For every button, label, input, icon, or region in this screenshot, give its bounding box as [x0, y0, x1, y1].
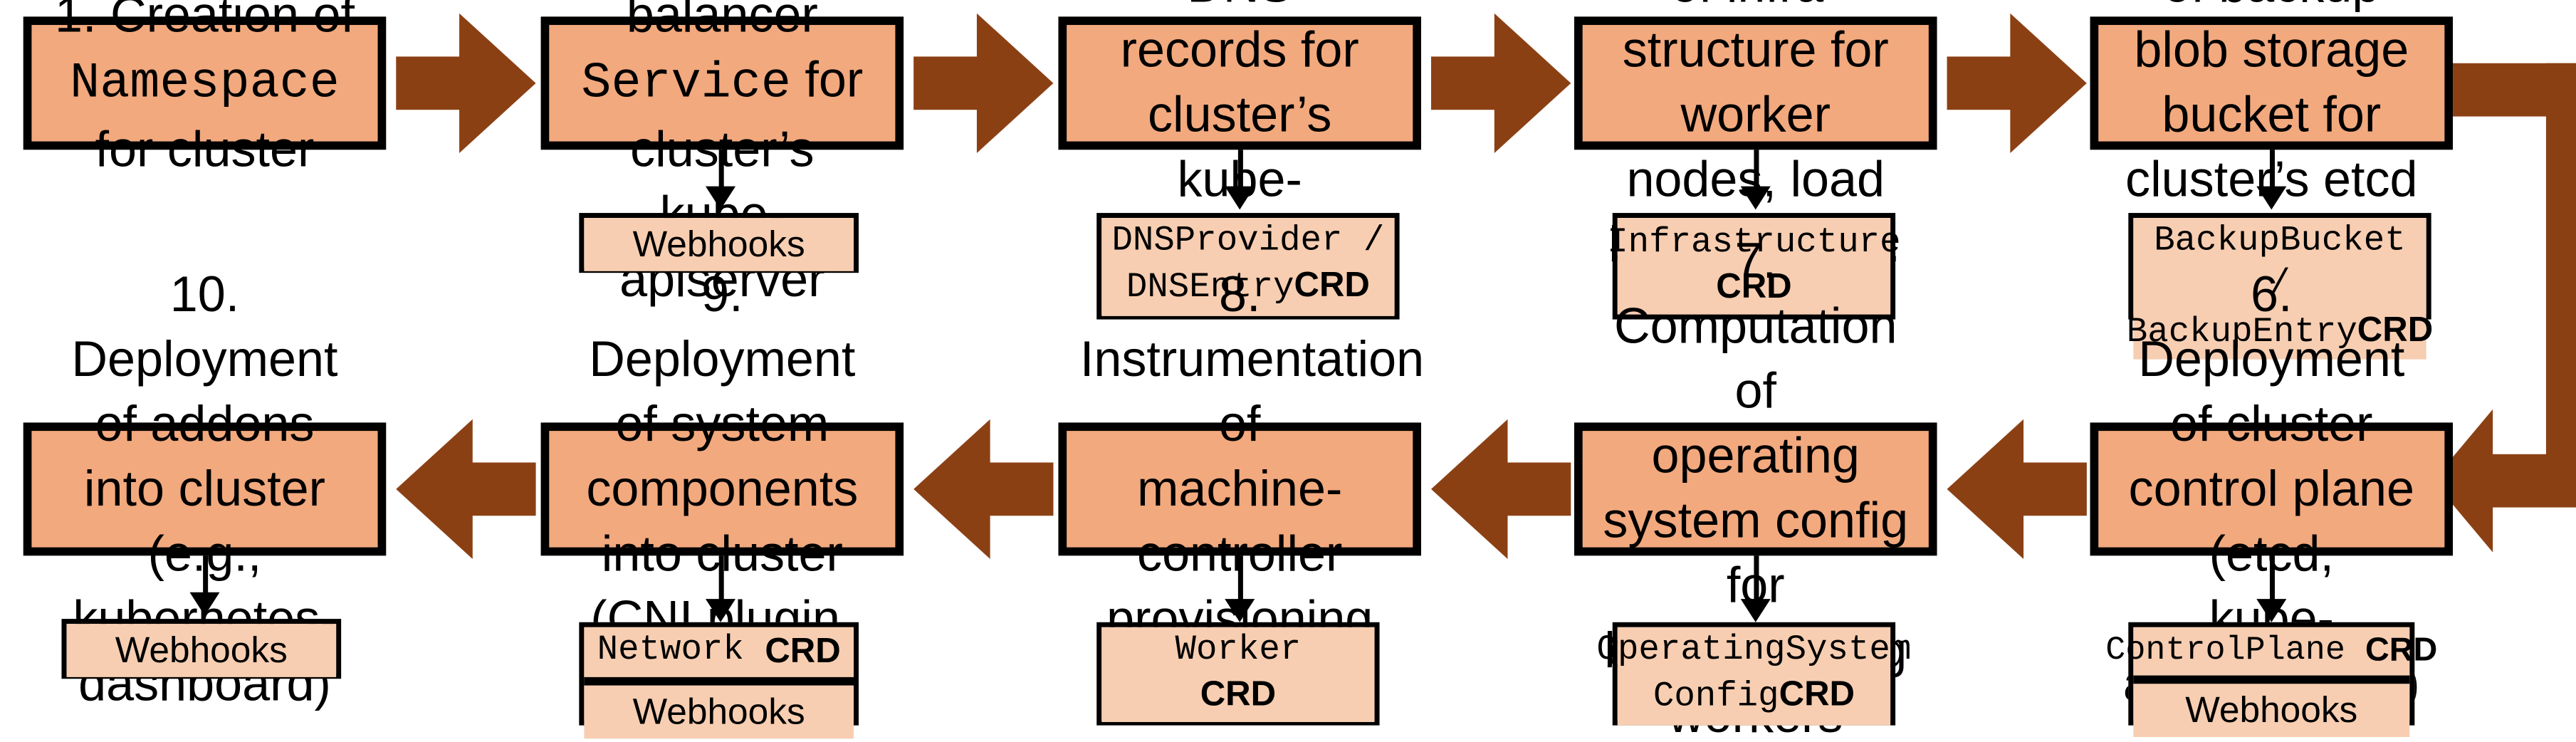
- arrow-4-to-5: [1947, 13, 2087, 153]
- resource-cell-webhooks-step10: Webhooks: [66, 624, 337, 676]
- step-5-line-1: 5. Preparation of backup: [2115, 0, 2428, 14]
- resource-box-step10[interactable]: Webhooks: [61, 619, 342, 679]
- step-box-9[interactable]: 9. Deployment of system components into …: [540, 267, 904, 711]
- connector-step6-to-resource: [2269, 555, 2275, 610]
- step-7-line-1: 7. Computation of: [1613, 234, 1897, 419]
- step-10-line-1: 10. Deployment of addons: [71, 266, 338, 452]
- step-box-8[interactable]: 8. Instrumentation of machine-controller…: [1058, 267, 1424, 711]
- arrow-9-to-10: [396, 419, 536, 560]
- connector-step4-arrowhead: [1740, 186, 1771, 210]
- step-1-line-3: for cluster: [95, 122, 315, 178]
- step-box-7[interactable]: 7. Computation of operating system confi…: [1574, 234, 1937, 742]
- step-10-line-2: into cluster (e.g.,: [83, 461, 325, 582]
- step-3-line-2: records for cluster’s: [1120, 23, 1359, 143]
- osc-crd-line-2: Config: [1653, 679, 1779, 718]
- connector-step9-to-resource: [718, 555, 724, 610]
- backup-crd-line-2: BackupEntry: [2126, 313, 2357, 352]
- arrow-2-to-3: [913, 13, 1054, 153]
- step-box-3[interactable]: 3. Creation of DNS records for cluster’s…: [1058, 0, 1421, 273]
- network-crd-name: Network: [597, 632, 744, 671]
- connector-step9-arrowhead: [705, 599, 736, 622]
- step-3-line-1: 3. Creation of DNS: [1090, 0, 1390, 14]
- step-6-line-2: control plane (etcd,: [2128, 461, 2415, 582]
- resource-cell-worker-crd: Worker CRD: [1101, 627, 1375, 721]
- resource-box-step8[interactable]: Worker CRD: [1096, 622, 1380, 726]
- step-8-line-1: 8. Instrumentation of: [1079, 266, 1425, 452]
- elbow-vertical: [2545, 63, 2576, 479]
- backup-crd-suffix: CRD: [2357, 310, 2434, 349]
- step-box-5[interactable]: 5. Preparation of backup blob storage bu…: [2090, 0, 2454, 273]
- elbow-horizontal-bottom: [2489, 454, 2576, 508]
- worker-crd-name: Worker: [1175, 632, 1302, 671]
- connector-step10-to-resource: [203, 555, 209, 602]
- step-box-6[interactable]: 6. Deployment of cluster control plane (…: [2090, 267, 2454, 711]
- step-6-line-1: 6. Deployment of cluster: [2138, 266, 2405, 452]
- step-4-line-2: structure for worker: [1622, 23, 1889, 143]
- connector-step5-arrowhead: [2256, 186, 2287, 210]
- network-crd-suffix: CRD: [765, 632, 841, 671]
- dns-crd-line-2: DNSEntry: [1126, 270, 1294, 308]
- resource-box-step2[interactable]: Webhooks: [579, 213, 859, 273]
- osc-crd-suffix: CRD: [1779, 676, 1855, 714]
- arrow-5-to-6: [2433, 50, 2576, 553]
- step-box-4[interactable]: 4. Preparation of infra- structure for w…: [1574, 0, 1937, 273]
- resource-box-step5[interactable]: BackupBucket / BackupEntryCRD: [2127, 213, 2433, 360]
- backup-crd-line-1: BackupBucket /: [2154, 223, 2406, 305]
- resource-cell-webhooks-step6: Webhooks: [2133, 675, 2410, 736]
- arrow-3-to-4: [1430, 13, 1571, 153]
- arrow-8-to-9: [913, 419, 1054, 560]
- connector-step3-arrowhead: [1225, 186, 1255, 210]
- infrastructure-crd-suffix: CRD: [1716, 268, 1792, 306]
- arrow-7-to-8: [1430, 419, 1571, 560]
- dns-crd-suffix: CRD: [1294, 266, 1370, 305]
- resource-cell-controlplane-crd: ControlPlane CRD: [2105, 627, 2437, 676]
- connector-step6-arrowhead: [2256, 599, 2287, 622]
- controlplane-crd-suffix: CRD: [2365, 632, 2438, 669]
- osc-crd-line-1: OperatingSystem: [1596, 632, 1912, 671]
- connector-step7-to-resource: [1754, 555, 1759, 610]
- step-7-line-2: operating system config: [1603, 429, 1909, 549]
- resource-cell-webhooks-step9: Webhooks: [584, 677, 854, 738]
- step-4-line-1: 4. Preparation of infra-: [1599, 0, 1912, 14]
- step-1-line-1: 1. Creation of: [54, 0, 355, 43]
- resource-cell-osc-crd: OperatingSystem ConfigCRD: [1597, 627, 1911, 725]
- resource-box-step6[interactable]: ControlPlane CRD Webhooks: [2105, 622, 2437, 736]
- step-box-10[interactable]: 10. Deployment of addons into cluster (e…: [23, 267, 387, 711]
- resource-cell-webhooks: Webhooks: [584, 218, 854, 271]
- connector-step2-arrowhead: [705, 186, 736, 210]
- connector-step8-to-resource: [1237, 555, 1243, 610]
- resource-box-step3[interactable]: DNSProvider / DNSEntryCRD: [1096, 213, 1400, 320]
- infrastructure-crd-line-1: Infrastructure: [1607, 224, 1901, 263]
- step-2-line-2: balancer Service for: [581, 0, 864, 113]
- connector-step7-arrowhead: [1740, 599, 1771, 622]
- connector-step8-arrowhead: [1225, 599, 1255, 622]
- controlplane-crd-name: ControlPlane: [2105, 632, 2345, 671]
- step-box-2[interactable]: 2. Creation of load balancer Service for…: [540, 0, 904, 308]
- arrow-6-to-7: [1947, 419, 2087, 560]
- resource-cell-backup-crd: BackupBucket / BackupEntryCRD: [2127, 218, 2433, 360]
- resource-box-step7[interactable]: OperatingSystem ConfigCRD: [1597, 622, 1911, 726]
- step-box-1[interactable]: 1. Creation of Namespace for cluster: [23, 0, 387, 178]
- step-9-line-1: 9. Deployment of system: [589, 266, 856, 452]
- connector-step4-to-resource: [1754, 150, 1759, 197]
- resource-cell-network-crd: Network CRD: [584, 627, 854, 678]
- worker-crd-suffix: CRD: [1200, 676, 1277, 714]
- resource-cell-dns-crd: DNSProvider / DNSEntryCRD: [1101, 218, 1395, 315]
- step-5-line-2: blob storage bucket for: [2134, 23, 2409, 143]
- resource-box-step9[interactable]: Network CRD Webhooks: [579, 622, 859, 738]
- step-1-line-2: Namespace: [70, 56, 340, 113]
- resource-cell-infrastructure-crd: Infrastructure CRD: [1607, 218, 1901, 315]
- connector-step10-arrowhead: [189, 592, 220, 616]
- arrow-1-to-2: [396, 13, 536, 153]
- connector-step5-to-resource: [2269, 150, 2275, 197]
- dns-crd-line-1: DNSProvider /: [1111, 223, 1385, 261]
- connector-step3-to-resource: [1237, 150, 1243, 197]
- resource-box-step4[interactable]: Infrastructure CRD: [1607, 213, 1901, 320]
- connector-step2-to-resource: [718, 150, 724, 197]
